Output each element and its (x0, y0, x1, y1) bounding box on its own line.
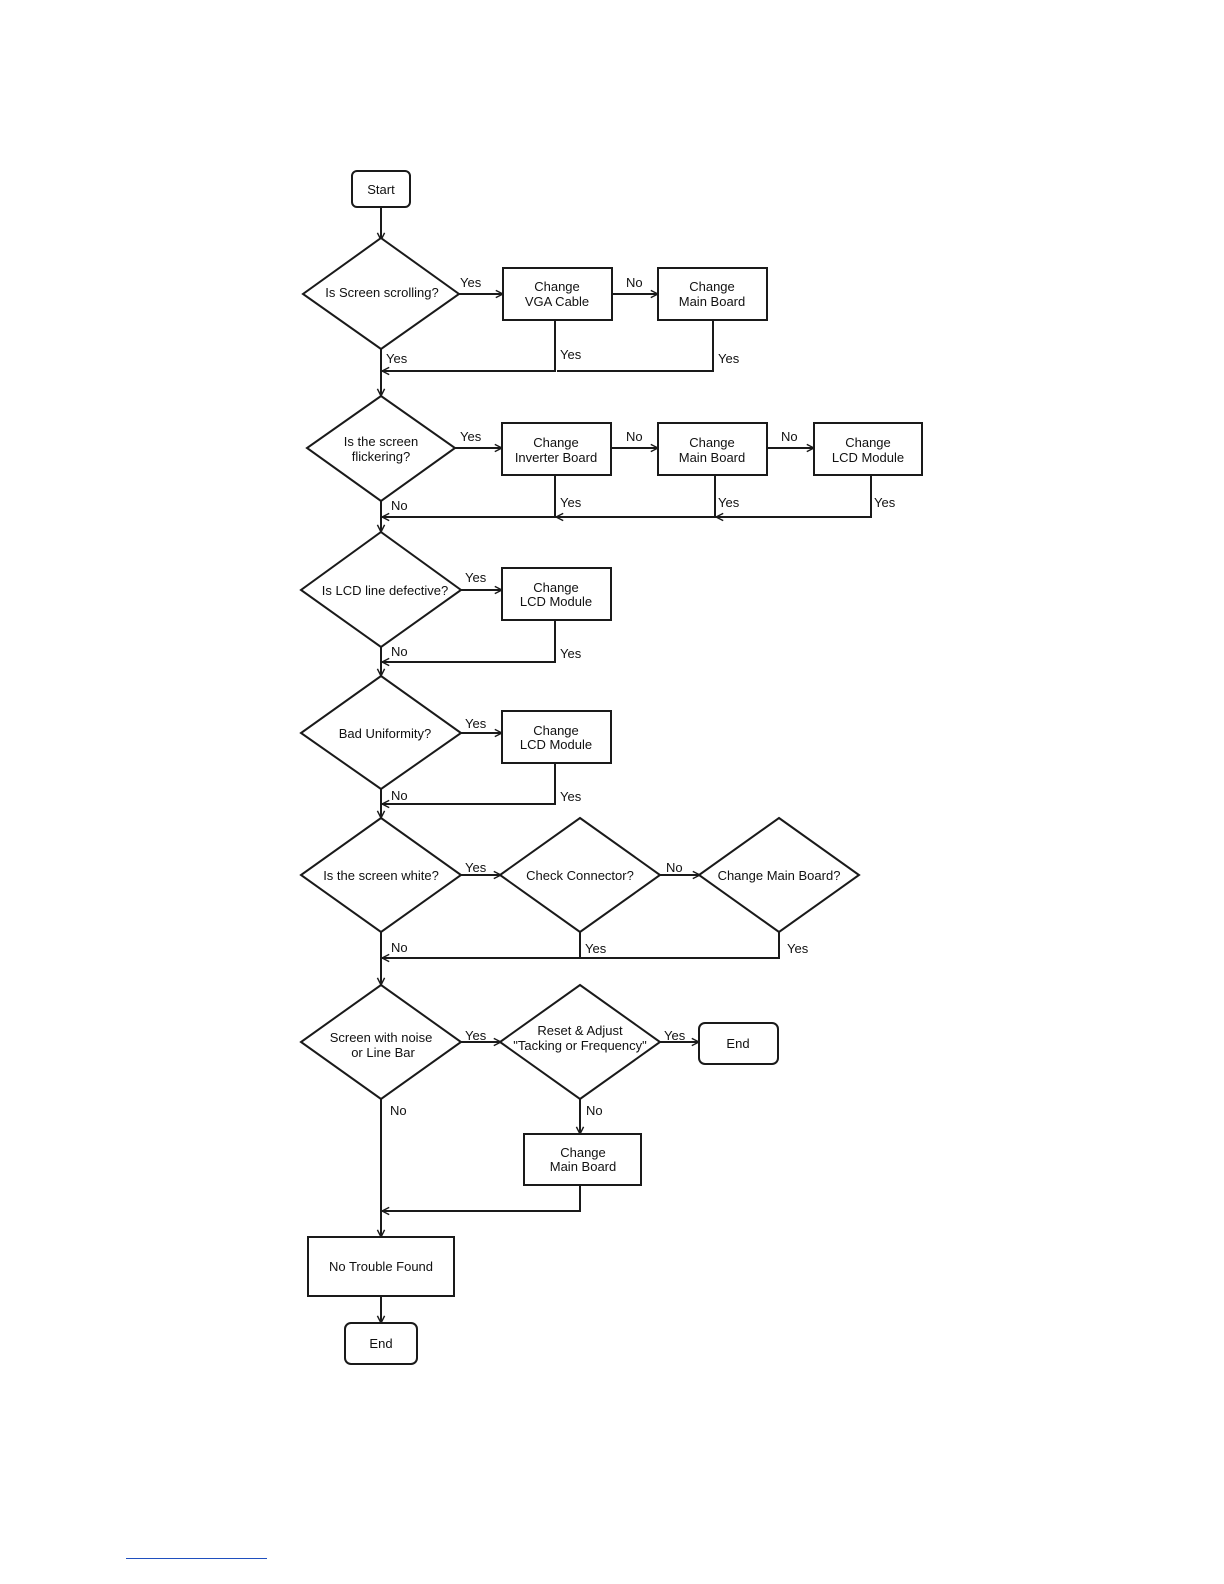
yes-label: Yes (465, 570, 487, 585)
inverter-return (382, 475, 556, 517)
decision-screen-scrolling: Is Screen scrolling? (301, 236, 461, 351)
no-label: No (781, 429, 798, 444)
process-label-line2: Inverter Board (515, 450, 597, 465)
yes-label: Yes (787, 941, 809, 956)
mb2-return (556, 475, 716, 517)
end-label: End (369, 1336, 392, 1351)
decision-label-line2: or Line Bar (351, 1045, 415, 1060)
decision-label-line1: Screen with noise (330, 1030, 433, 1045)
yes-label: Yes (460, 429, 482, 444)
process-label-line2: LCD Module (832, 450, 904, 465)
no-label: No (391, 940, 408, 955)
decision-label: Is the screen white? (323, 868, 439, 883)
decision-label: Check Connector? (526, 868, 634, 883)
process-change-main-board-1: Change Main Board (657, 267, 768, 321)
no-label: No (391, 644, 408, 659)
no-label: No (586, 1103, 603, 1118)
yes-label: Yes (460, 275, 482, 290)
decision-bad-uniformity: Bad Uniformity? (299, 674, 463, 791)
start-terminal: Start (351, 170, 411, 208)
decision-screen-noise: Screen with noise or Line Bar (299, 983, 463, 1101)
yes-label: Yes (664, 1028, 686, 1043)
yes-label: Yes (718, 495, 740, 510)
mb1-return (557, 320, 714, 372)
footnote-divider (126, 1558, 267, 1559)
lcd3-return (382, 763, 556, 804)
decision-label: Change Main Board? (718, 868, 841, 883)
yes-label: Yes (465, 716, 487, 731)
yes-label: Yes (560, 789, 582, 804)
end-label: End (726, 1036, 749, 1051)
process-change-main-board-2: Change Main Board (657, 422, 768, 476)
lcd1-return (716, 475, 872, 517)
process-label-line1: Change (533, 580, 579, 595)
process-label-line1: Change (534, 279, 580, 294)
decision-label: Is Screen scrolling? (325, 285, 438, 300)
decision-label-line1: Is the screen (344, 434, 418, 449)
decision-label-line2: flickering? (352, 449, 411, 464)
no-label: No (666, 860, 683, 875)
yes-label: Yes (585, 941, 607, 956)
decision-label: Is LCD line defective? (322, 583, 448, 598)
q-mainboard-return (382, 932, 780, 958)
decision-label: Bad Uniformity? (339, 726, 431, 741)
process-change-vga-cable: Change VGA Cable (502, 267, 613, 321)
process-label-line1: Change (689, 435, 735, 450)
process-label-line2: LCD Module (520, 594, 592, 609)
lcd2-return (382, 620, 556, 662)
process-label-line1: Change (845, 435, 891, 450)
process-change-lcd-module-2: Change LCD Module (501, 567, 612, 621)
yes-label: Yes (874, 495, 896, 510)
vga-return (382, 320, 556, 371)
end-terminal-bottom: End (344, 1322, 418, 1365)
process-label-line2: VGA Cable (525, 294, 589, 309)
process-change-lcd-module-1: Change LCD Module (813, 422, 923, 476)
yes-label: Yes (718, 351, 740, 366)
yes-label: Yes (465, 860, 487, 875)
process-label-line2: Main Board (679, 294, 745, 309)
yes-label: Yes (560, 347, 582, 362)
decision-check-connector: Check Connector? (498, 816, 662, 934)
process-change-main-board-4: Change Main Board (523, 1133, 642, 1186)
edge-labels: Yes No Yes Yes Yes Yes No No No Yes Yes … (386, 275, 896, 1118)
decision-label-line2: "Tacking or Frequency" (513, 1038, 647, 1053)
process-label: No Trouble Found (329, 1259, 433, 1274)
decision-reset-adjust: Reset & Adjust "Tacking or Frequency" (498, 983, 662, 1101)
process-label-line1: Change (560, 1145, 606, 1160)
process-label-line2: Main Board (550, 1159, 616, 1174)
yes-label: Yes (560, 646, 582, 661)
end-terminal-top: End (698, 1022, 779, 1065)
decision-screen-white: Is the screen white? (299, 816, 463, 934)
yes-label: Yes (560, 495, 582, 510)
no-label: No (391, 498, 408, 513)
process-no-trouble-found: No Trouble Found (307, 1236, 455, 1297)
yes-label: Yes (386, 351, 408, 366)
no-label: No (391, 788, 408, 803)
yes-label: Yes (465, 1028, 487, 1043)
process-label-line1: Change (533, 435, 579, 450)
process-label-line1: Change (689, 279, 735, 294)
decision-change-main-board: Change Main Board? (697, 816, 861, 934)
decision-screen-flickering: Is the screen flickering? (305, 394, 457, 503)
process-label-line1: Change (533, 723, 579, 738)
decision-label-line1: Reset & Adjust (537, 1023, 623, 1038)
process-change-lcd-module-3: Change LCD Module (501, 710, 612, 764)
no-label: No (390, 1103, 407, 1118)
decision-lcd-line-defective: Is LCD line defective? (299, 530, 463, 649)
connectors (381, 207, 872, 1323)
mb4-return (382, 1185, 581, 1211)
no-label: No (626, 429, 643, 444)
process-change-inverter-board: Change Inverter Board (501, 422, 612, 476)
process-label-line2: Main Board (679, 450, 745, 465)
no-label: No (626, 275, 643, 290)
process-label-line2: LCD Module (520, 737, 592, 752)
start-label: Start (367, 182, 395, 197)
